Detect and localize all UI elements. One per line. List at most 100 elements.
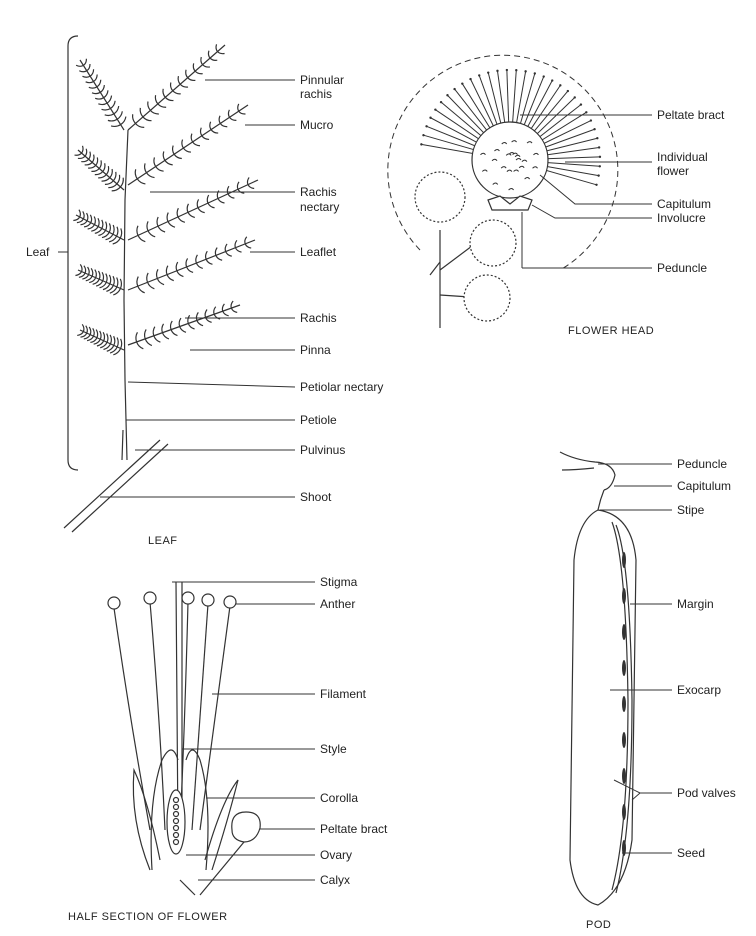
leaflet-shape <box>76 65 83 66</box>
leaflet-shape <box>145 329 147 338</box>
main-rachis <box>124 130 128 460</box>
leaflet-shape <box>105 114 114 116</box>
caption-half-section: HALF SECTION OF FLOWER <box>68 911 228 923</box>
ovule <box>174 805 179 810</box>
leaflet-shape <box>103 344 110 350</box>
leaflets <box>73 44 254 354</box>
leaflet-shape <box>85 162 92 165</box>
ovules <box>174 798 179 845</box>
leaflet-shape <box>89 327 91 335</box>
leaflet-shape <box>230 117 237 120</box>
leaflet-shape <box>77 332 83 336</box>
leaflet-shape <box>89 152 91 160</box>
leaflet-shape <box>171 321 173 330</box>
leaflet-shape <box>193 142 200 146</box>
label-mucro: Mucro <box>300 118 334 132</box>
leaflet-shape <box>113 172 116 181</box>
leaflet-shape <box>110 169 112 178</box>
filament-2 <box>150 602 165 830</box>
label-ovary: Ovary <box>320 848 352 862</box>
left-pinnae <box>76 60 124 350</box>
leaflet-shape <box>186 70 188 78</box>
ovule <box>174 840 179 845</box>
leaflet-shape <box>195 71 203 74</box>
small-flower-head-1 <box>415 172 465 222</box>
leaflet-shape <box>228 194 234 198</box>
leaflet-shape <box>247 177 249 184</box>
leaflet-shape <box>82 324 84 331</box>
leaflet-shape <box>179 318 181 326</box>
stamen-tip <box>574 96 576 98</box>
flower-branch-3 <box>430 262 440 275</box>
leaflet-shape <box>136 332 138 342</box>
label-pod-valves: Pod valves <box>677 786 736 800</box>
stamen-tip <box>446 94 448 96</box>
leaflet-shape <box>95 172 103 175</box>
stamen-tip <box>515 69 517 71</box>
shoot-stem <box>64 440 168 532</box>
label-involucre: Involucre <box>657 211 706 225</box>
seed-shape <box>622 696 626 712</box>
leaflet-shape <box>83 59 86 66</box>
leaflet-shape <box>174 154 182 158</box>
leaflet-shape <box>95 270 97 278</box>
stamen-tip <box>425 125 427 127</box>
leaflet-shape <box>100 342 107 347</box>
leaflet-shape <box>168 222 175 228</box>
leaflet-shape <box>211 130 218 133</box>
leaflet-shape <box>120 279 121 289</box>
pod-seeds <box>622 552 626 856</box>
leaflet-shape <box>117 338 118 347</box>
leaflet-shape <box>88 267 90 275</box>
leaflet-shape <box>178 76 180 84</box>
leaflet-shape <box>201 57 203 65</box>
seed-shape <box>622 624 626 640</box>
leaflet-shape <box>162 333 168 339</box>
leaflet-shape <box>135 123 144 127</box>
leaflet-shape <box>117 278 118 287</box>
leaflet-shape <box>82 146 84 153</box>
stamen-tip <box>434 108 436 110</box>
label-individual-flower-2: flower <box>657 164 689 178</box>
leaflet-shape <box>156 167 164 172</box>
label-peduncle-pod: Peduncle <box>677 457 727 471</box>
label-capitulum-pod: Capitulum <box>677 479 731 493</box>
label-calyx: Calyx <box>320 873 350 887</box>
leaflet-shape <box>138 235 145 241</box>
label-rachis: Rachis <box>300 311 337 325</box>
stamen-tip <box>595 184 597 186</box>
leaflet-shape <box>133 114 136 123</box>
leaflet-shape <box>98 103 107 104</box>
leaflet-shape <box>86 82 94 83</box>
leaflet-shape <box>188 323 194 329</box>
pod-peduncle-inner <box>562 468 594 470</box>
leaflet-shape <box>120 228 121 238</box>
label-capitulum-head: Capitulum <box>657 197 711 211</box>
leaflet-shape <box>106 222 107 231</box>
leaflet-shape <box>147 221 148 230</box>
leaflet-shape <box>96 330 97 338</box>
leaflet-shape <box>137 226 138 236</box>
leaflet-shape <box>196 255 198 263</box>
ovule <box>174 833 179 838</box>
leaflet-shape <box>173 91 181 94</box>
anther-1 <box>108 597 120 609</box>
stamen-tip <box>496 70 498 72</box>
seed-shape <box>622 588 626 604</box>
label-individual-flower-1: Individual <box>657 150 708 164</box>
leaf-bracket <box>68 36 78 470</box>
seed-shape <box>622 552 626 568</box>
label-corolla: Corolla <box>320 791 358 805</box>
stamen-tip <box>429 117 431 119</box>
leaflet-shape <box>121 117 126 125</box>
leaf-labels: Pinnular rachis Mucro Rachis nectary Lea… <box>26 73 383 547</box>
pod-peduncle <box>560 452 615 490</box>
stamen-tip <box>422 134 424 136</box>
half-section-illustration <box>108 582 260 895</box>
leaflet-shape <box>100 331 101 339</box>
leaflet-shape <box>95 98 104 99</box>
leaflet-shape <box>163 151 165 160</box>
stamen-tip <box>506 69 508 71</box>
stamen-tip <box>596 137 598 139</box>
leaflet-shape <box>110 287 117 293</box>
